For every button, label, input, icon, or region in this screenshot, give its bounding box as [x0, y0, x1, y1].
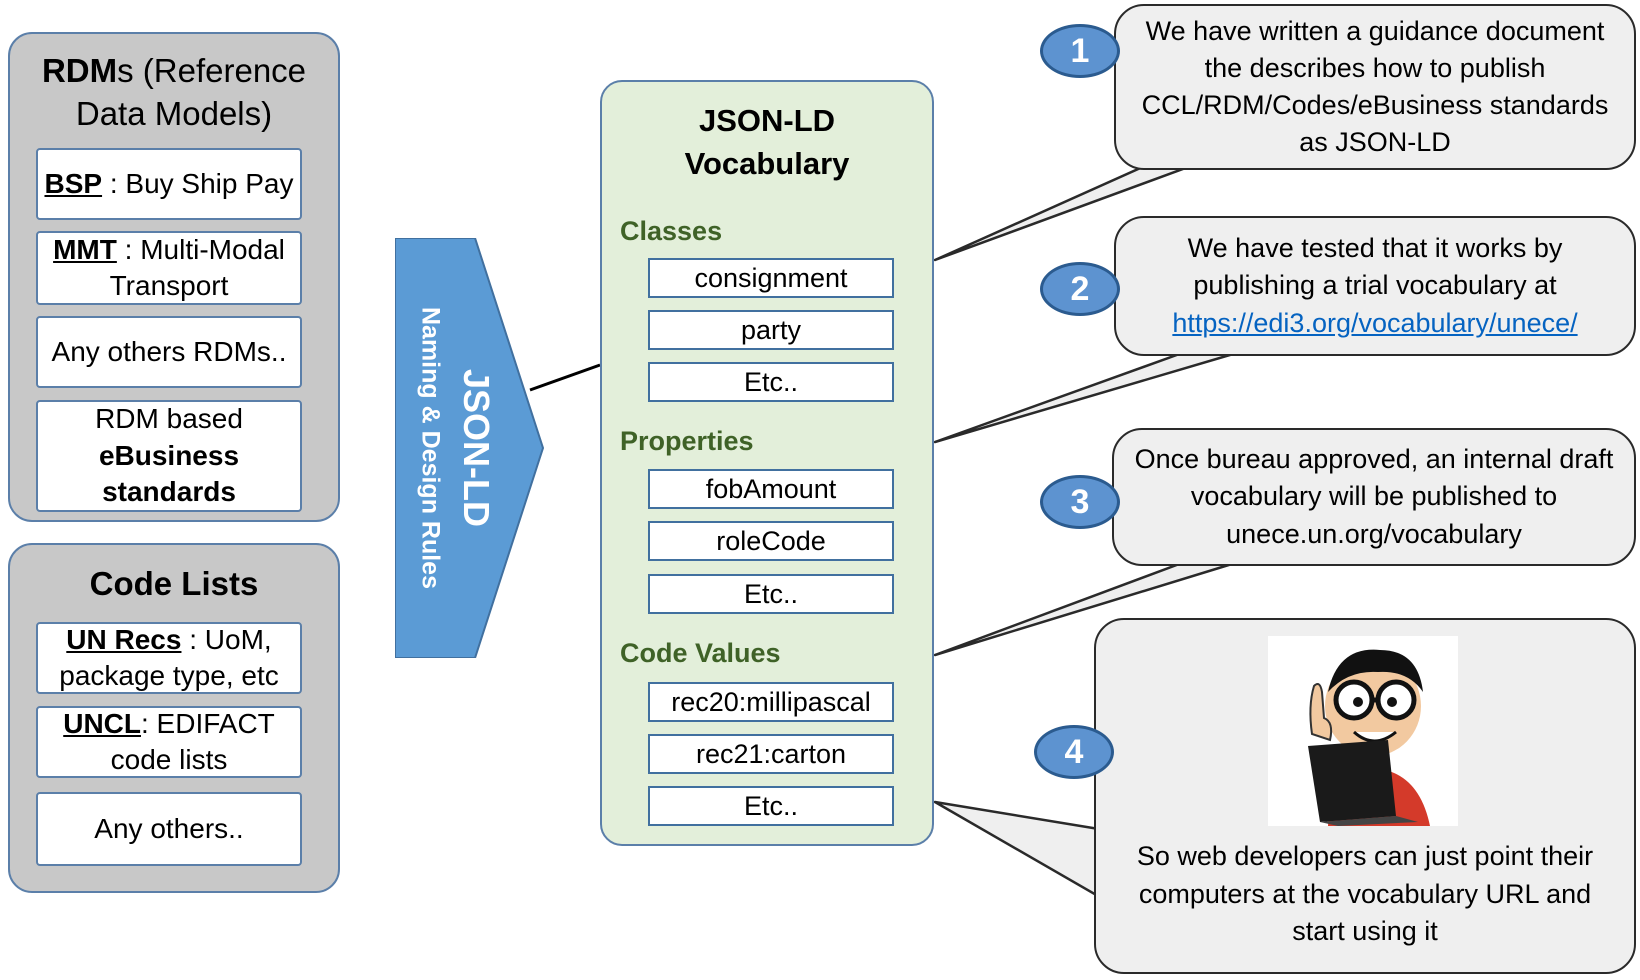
vocab-item: Etc.. [648, 362, 894, 402]
section-label-classes: Classes [620, 216, 723, 246]
rdm-item-bsp: BSP : Buy Ship Pay [36, 148, 302, 220]
rdm-item-ebusiness: RDM based eBusiness standards [36, 400, 302, 512]
callout-3-number-badge: 3 [1040, 475, 1120, 529]
vocab-item: rec21:carton [648, 734, 894, 774]
callout-4-number-badge: 4 [1034, 725, 1114, 779]
vocab-item: Etc.. [648, 574, 894, 614]
callout-2-number-badge: 2 [1040, 262, 1120, 316]
arrow-title: JSON-LD [456, 368, 497, 527]
callout-3: Once bureau approved, an internal draft … [1112, 428, 1636, 566]
vocab-item: rec20:millipascal [648, 682, 894, 722]
section-label-code-values: Code Values [620, 638, 781, 668]
vocabulary-panel: JSON-LD Vocabulary [600, 80, 934, 846]
developer-cartoon-illustration [1268, 636, 1458, 826]
callout-2: We have tested that it works by publishi… [1114, 216, 1636, 356]
trial-vocabulary-link[interactable]: https://edi3.org/vocabulary/unece/ [1172, 307, 1578, 338]
vocab-item: consignment [648, 258, 894, 298]
vocab-item: Etc.. [648, 786, 894, 826]
rdm-item-mmt: MMT : Multi-Modal Transport [36, 231, 302, 305]
arrow-subtitle: Naming & Design Rules [416, 307, 445, 589]
vocab-item: party [648, 310, 894, 350]
code-item-un-recs: UN Recs : UoM, package type, etc [36, 622, 302, 694]
arrow-connector-line [529, 363, 601, 392]
callout-1-number-badge: 1 [1040, 24, 1120, 78]
naming-rules-arrow [395, 238, 545, 658]
rdm-item-others: Any others RDMs.. [36, 316, 302, 388]
code-lists-title: Code Lists [89, 565, 259, 602]
rdm-panel-title: RDMs (Reference Data Models) [41, 52, 307, 132]
vocab-item: fobAmount [648, 469, 894, 509]
vocabulary-title: JSON-LD Vocabulary [684, 103, 850, 181]
vocab-item: roleCode [648, 521, 894, 561]
code-item-others: Any others.. [36, 792, 302, 866]
callout-4-tail [933, 800, 1107, 902]
callout-1: We have written a guidance document the … [1114, 4, 1636, 170]
code-item-uncl: UNCL: EDIFACT code lists [36, 706, 302, 778]
section-label-properties: Properties [620, 426, 754, 456]
